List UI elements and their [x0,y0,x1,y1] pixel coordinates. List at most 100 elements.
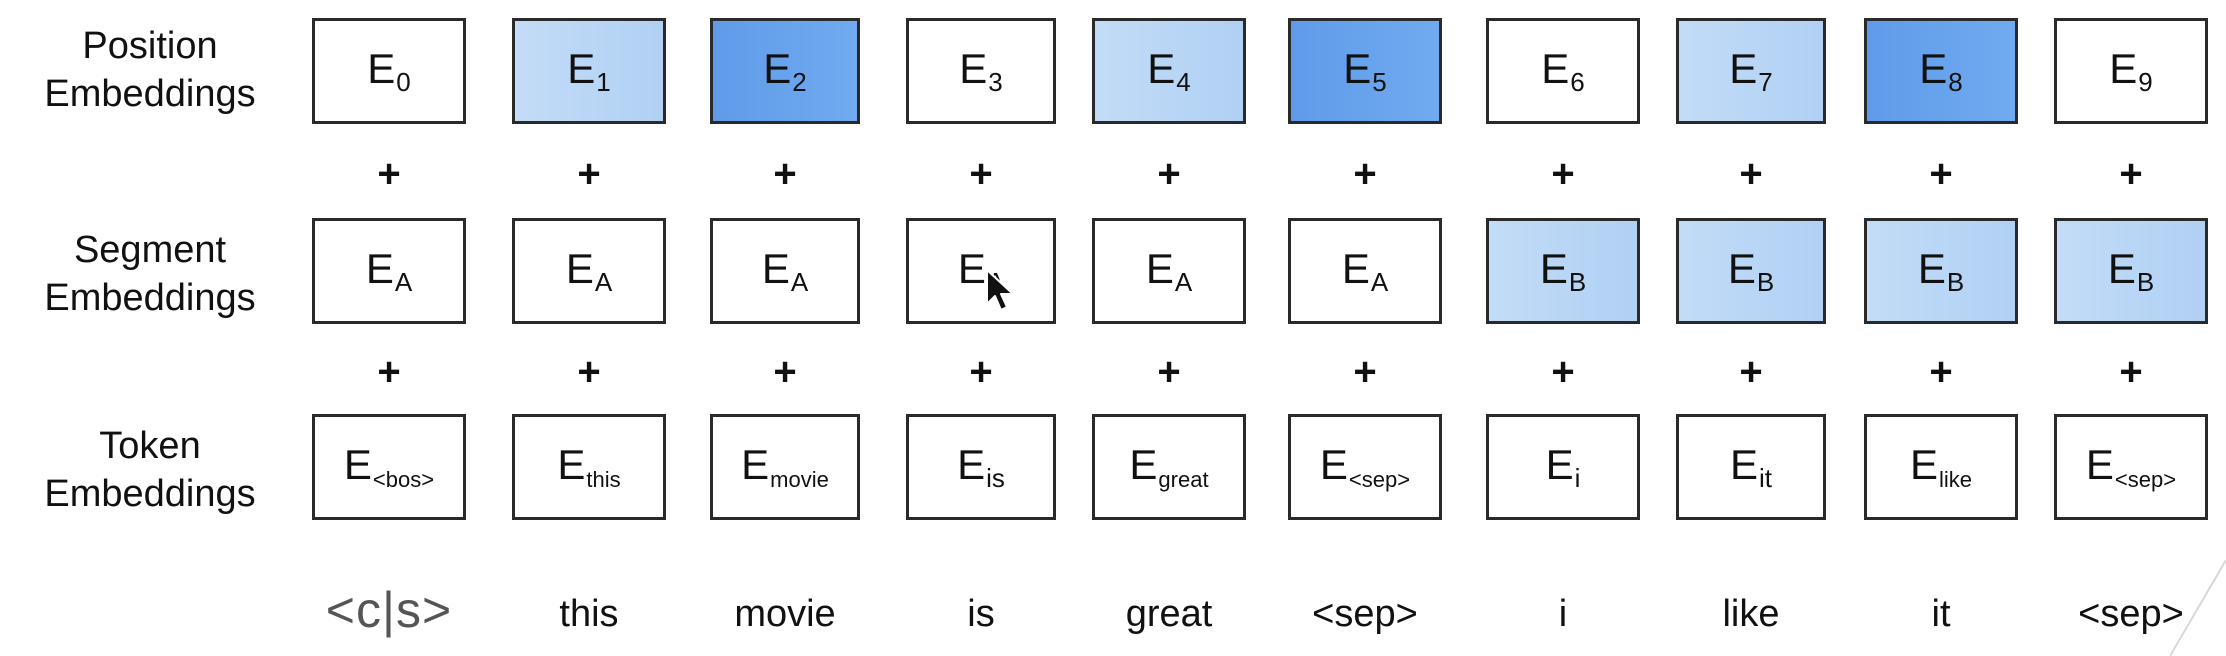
embedding-subscript: 7 [1758,66,1773,97]
embedding-base-letter: E [1919,44,1948,92]
token-embedding-box: Ethis [512,414,666,520]
embedding-subscript: 0 [396,66,411,97]
embedding-base-letter: E [1917,244,1946,292]
plus-sign: + [1353,152,1377,196]
embedding-symbol: E6 [1541,44,1585,97]
token-embedding-box: Emovie [710,414,860,520]
plus-sign: + [1157,350,1181,394]
position-embedding-box: E5 [1288,18,1442,124]
embedding-symbol: E0 [367,44,411,97]
embedding-base-letter: E [763,44,792,92]
embedding-symbol: Ethis [557,443,620,491]
embedding-base-letter: E [957,244,986,292]
embedding-base-letter: E [565,244,594,292]
position-embeddings-label: Position Embeddings [44,25,256,115]
embedding-symbol: Ei [1545,440,1581,491]
embedding-symbol: Emovie [741,440,829,492]
corner-decoration [2170,560,2226,656]
token-embedding-box: E<sep> [1288,414,1442,520]
embedding-symbol: E2 [763,44,807,97]
embedding-symbol: E7 [1729,47,1773,97]
input-token: <c|s> [325,582,453,638]
embedding-subscript: great [1158,466,1209,492]
embedding-base-letter: E [1147,44,1176,92]
embedding-subscript: B [1946,266,1965,297]
embedding-base-letter: E [959,44,988,92]
input-token: is [967,593,995,635]
embedding-subscript: B [1568,266,1587,297]
embedding-subscript: it [1759,462,1772,493]
plus-sign: + [2119,152,2143,196]
plus-sign: + [1157,152,1181,196]
plus-sign: + [773,152,797,196]
input-token: it [1931,593,1951,635]
embedding-base-letter: E [1541,44,1570,92]
plus-sign: + [969,350,993,394]
embedding-subscript: 6 [1570,66,1585,97]
segment-embedding-box: EB [1864,218,2018,324]
embedding-base-letter: E [957,440,986,488]
embedding-base-letter: E [1727,244,1756,292]
embedding-symbol: EA [365,244,413,297]
token-embedding-box: Egreat [1092,414,1246,520]
position-embedding-box: E4 [1092,18,1246,124]
embedding-symbol: EA [762,247,809,297]
segment-embeddings-label: Segment Embeddings [44,229,256,319]
input-token: like [1722,593,1780,635]
position-embedding-box: E3 [906,18,1056,124]
plus-sign: + [773,350,797,394]
embedding-subscript: 3 [988,66,1003,97]
embedding-symbol: EB [1727,244,1775,297]
embedding-subscript: 8 [1948,66,1963,97]
embedding-base-letter: E [2085,440,2114,488]
embedding-base-letter: E [1545,440,1574,488]
embedding-subscript: <sep> [2114,466,2177,492]
embedding-subscript: A [594,266,613,297]
embedding-subscript: like [1939,466,1973,492]
embedding-symbol: Egreat [1129,443,1209,492]
token-embedding-box: Elike [1864,414,2018,520]
embedding-subscript: 2 [792,66,807,97]
segment-embedding-box: EB [1676,218,1826,324]
embedding-base-letter: E [365,244,394,292]
embedding-base-letter: E [367,44,396,92]
embedding-subscript: B [2136,266,2155,297]
plus-sign: + [1551,350,1575,394]
embedding-symbol: E4 [1147,44,1191,97]
embedding-base-letter: E [741,440,770,488]
embedding-subscript: A [394,266,413,297]
embedding-subscript: B [1756,266,1775,297]
embedding-symbol: EB [2108,247,2155,297]
embedding-base-letter: E [1539,244,1568,292]
embedding-subscript: movie [770,466,829,492]
segment-embedding-box: EA [906,218,1056,324]
plus-sign: + [969,152,993,196]
input-token: this [559,593,619,635]
segment-embedding-box: EB [2054,218,2208,324]
embedding-base-letter: E [1341,244,1370,292]
embedding-symbol: E1 [567,44,610,95]
segment-embedding-box: EA [710,218,860,324]
plus-sign: + [577,350,601,394]
input-token: great [1125,593,1213,635]
embedding-subscript: is [986,462,1005,493]
embedding-symbol: E<sep> [2085,440,2177,492]
embedding-base-letter: E [567,44,596,92]
embedding-subscript: 4 [1176,66,1191,97]
embedding-symbol: E<sep> [1319,440,1410,491]
segment-embedding-box: EB [1486,218,1640,324]
embedding-subscript: A [790,266,809,297]
embedding-symbol: EB [1539,244,1587,297]
embedding-base-letter: E [1319,440,1348,488]
token-embeddings-label: Token Embeddings [44,425,256,515]
embedding-symbol: Elike [1910,443,1973,492]
embedding-base-letter: E [1145,244,1174,292]
embedding-symbol: EA [1145,244,1192,295]
segment-embedding-box: EA [512,218,666,324]
position-embedding-box: E8 [1864,18,2018,124]
position-embedding-box: E9 [2054,18,2208,124]
token-embedding-box: E<sep> [2054,414,2208,520]
position-embedding-box: E6 [1486,18,1640,124]
plus-sign: + [1929,152,1953,196]
embedding-subscript: 5 [1372,66,1387,97]
